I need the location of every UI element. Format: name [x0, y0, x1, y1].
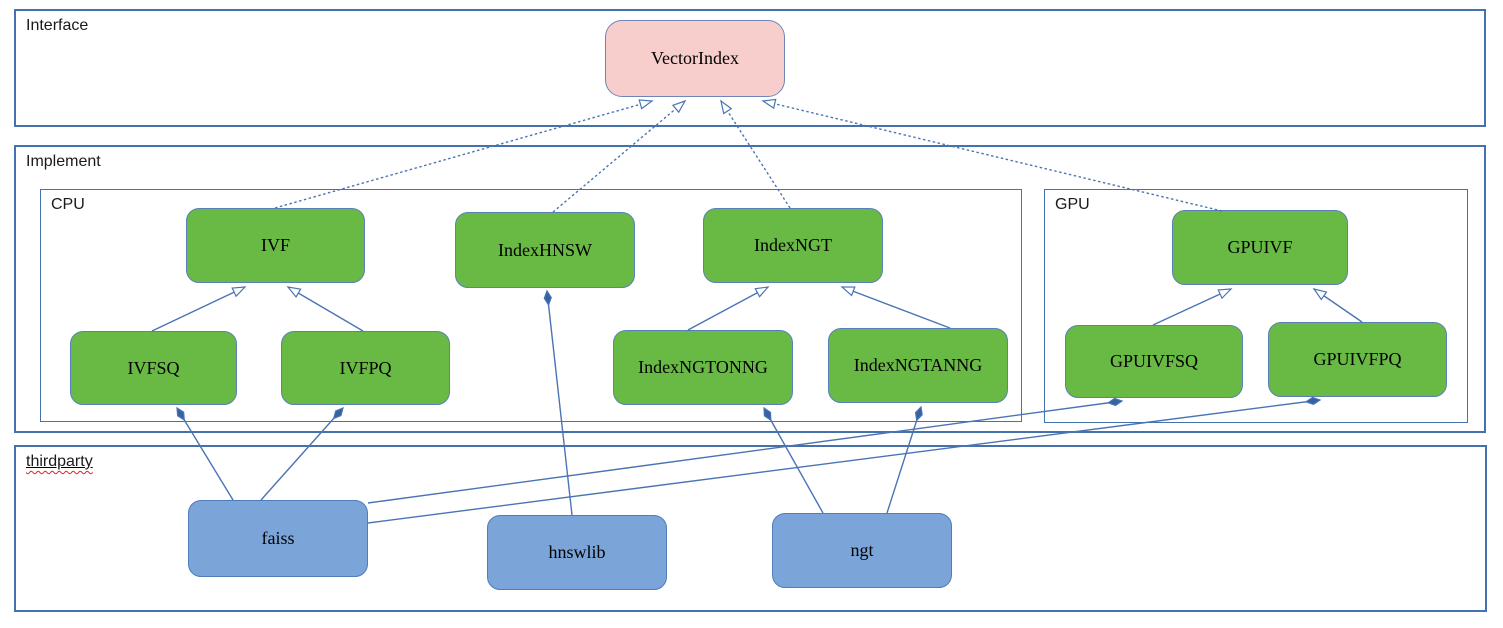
node-gpuivfpq: GPUIVFPQ — [1268, 322, 1447, 397]
node-label-indexhnsw: IndexHNSW — [498, 239, 592, 260]
node-label-ivfpq: IVFPQ — [339, 357, 392, 378]
node-faiss: faiss — [188, 500, 368, 577]
section-label-interface: Interface — [26, 17, 89, 34]
node-label-hnswlib: hnswlib — [548, 542, 606, 562]
node-label-gpuivfsq: GPUIVFSQ — [1109, 351, 1199, 371]
section-label-cpu: CPU — [51, 196, 85, 213]
node-label-vectorindex: VectorIndex — [651, 48, 739, 68]
section-label-text-thirdparty: thirdparty — [26, 453, 93, 470]
node-indexhnsw: IndexHNSW — [455, 212, 635, 288]
node-indexngtanng: IndexNGTANNG — [828, 328, 1008, 403]
node-label-gpuivfpq: GPUIVFPQ — [1313, 349, 1402, 369]
node-label-ivf: IVF — [260, 235, 290, 255]
node-ivfsq: IVFSQ — [70, 331, 237, 405]
node-label-ngt: ngt — [850, 540, 874, 560]
node-gpuivf: GPUIVF — [1172, 210, 1348, 285]
node-label-indexngtanng: IndexNGTANNG — [853, 355, 983, 375]
node-gpuivfsq: GPUIVFSQ — [1065, 325, 1243, 398]
section-label-thirdparty: thirdparty — [26, 453, 93, 471]
node-vectorindex: VectorIndex — [605, 20, 785, 97]
node-indexngtonng: IndexNGTONNG — [613, 330, 793, 405]
node-ivf: IVF — [186, 208, 365, 283]
node-label-gpuivf: GPUIVF — [1227, 237, 1293, 257]
node-label-ivfsq: IVFSQ — [127, 357, 180, 378]
node-label-indexngt: IndexNGT — [754, 235, 832, 255]
node-indexngt: IndexNGT — [703, 208, 883, 283]
section-label-implement: Implement — [26, 153, 101, 170]
node-ivfpq: IVFPQ — [281, 331, 450, 405]
node-label-indexngtonng: IndexNGTONNG — [638, 357, 768, 377]
node-ngt: ngt — [772, 513, 952, 588]
node-label-faiss: faiss — [261, 528, 295, 548]
node-hnswlib: hnswlib — [487, 515, 667, 590]
